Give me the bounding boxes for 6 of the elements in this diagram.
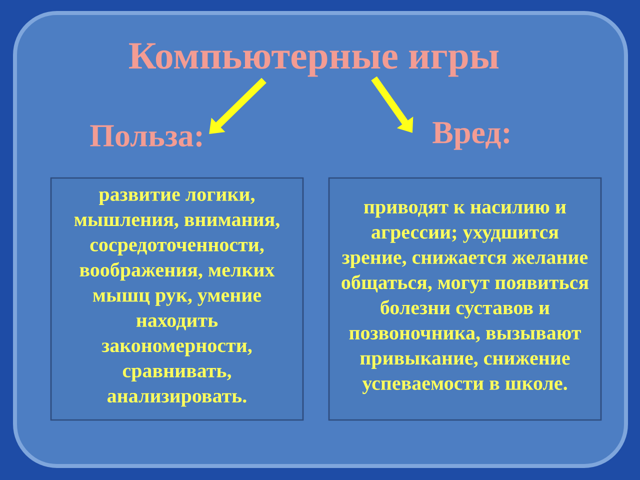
- heading: Компьютерные игры: [129, 43, 499, 77]
- column-heading: Польза:: [90, 125, 202, 147]
- text-box: приводят к насилию и агрессии; ухудшится зрение, снижается желание общаться, могут появиться болезни суставов и позвоночника, вызывают привыкание, снижение успеваемости в школе.: [328, 177, 602, 421]
- arrow: [209, 78, 266, 134]
- text-box: развитие логики, мышления, внимания, сосредоточенности, воображения, мелких мышц рук, умение находить закономерности, сравнивать, анализировать.: [50, 177, 304, 421]
- column-heading: Вред:: [432, 122, 510, 150]
